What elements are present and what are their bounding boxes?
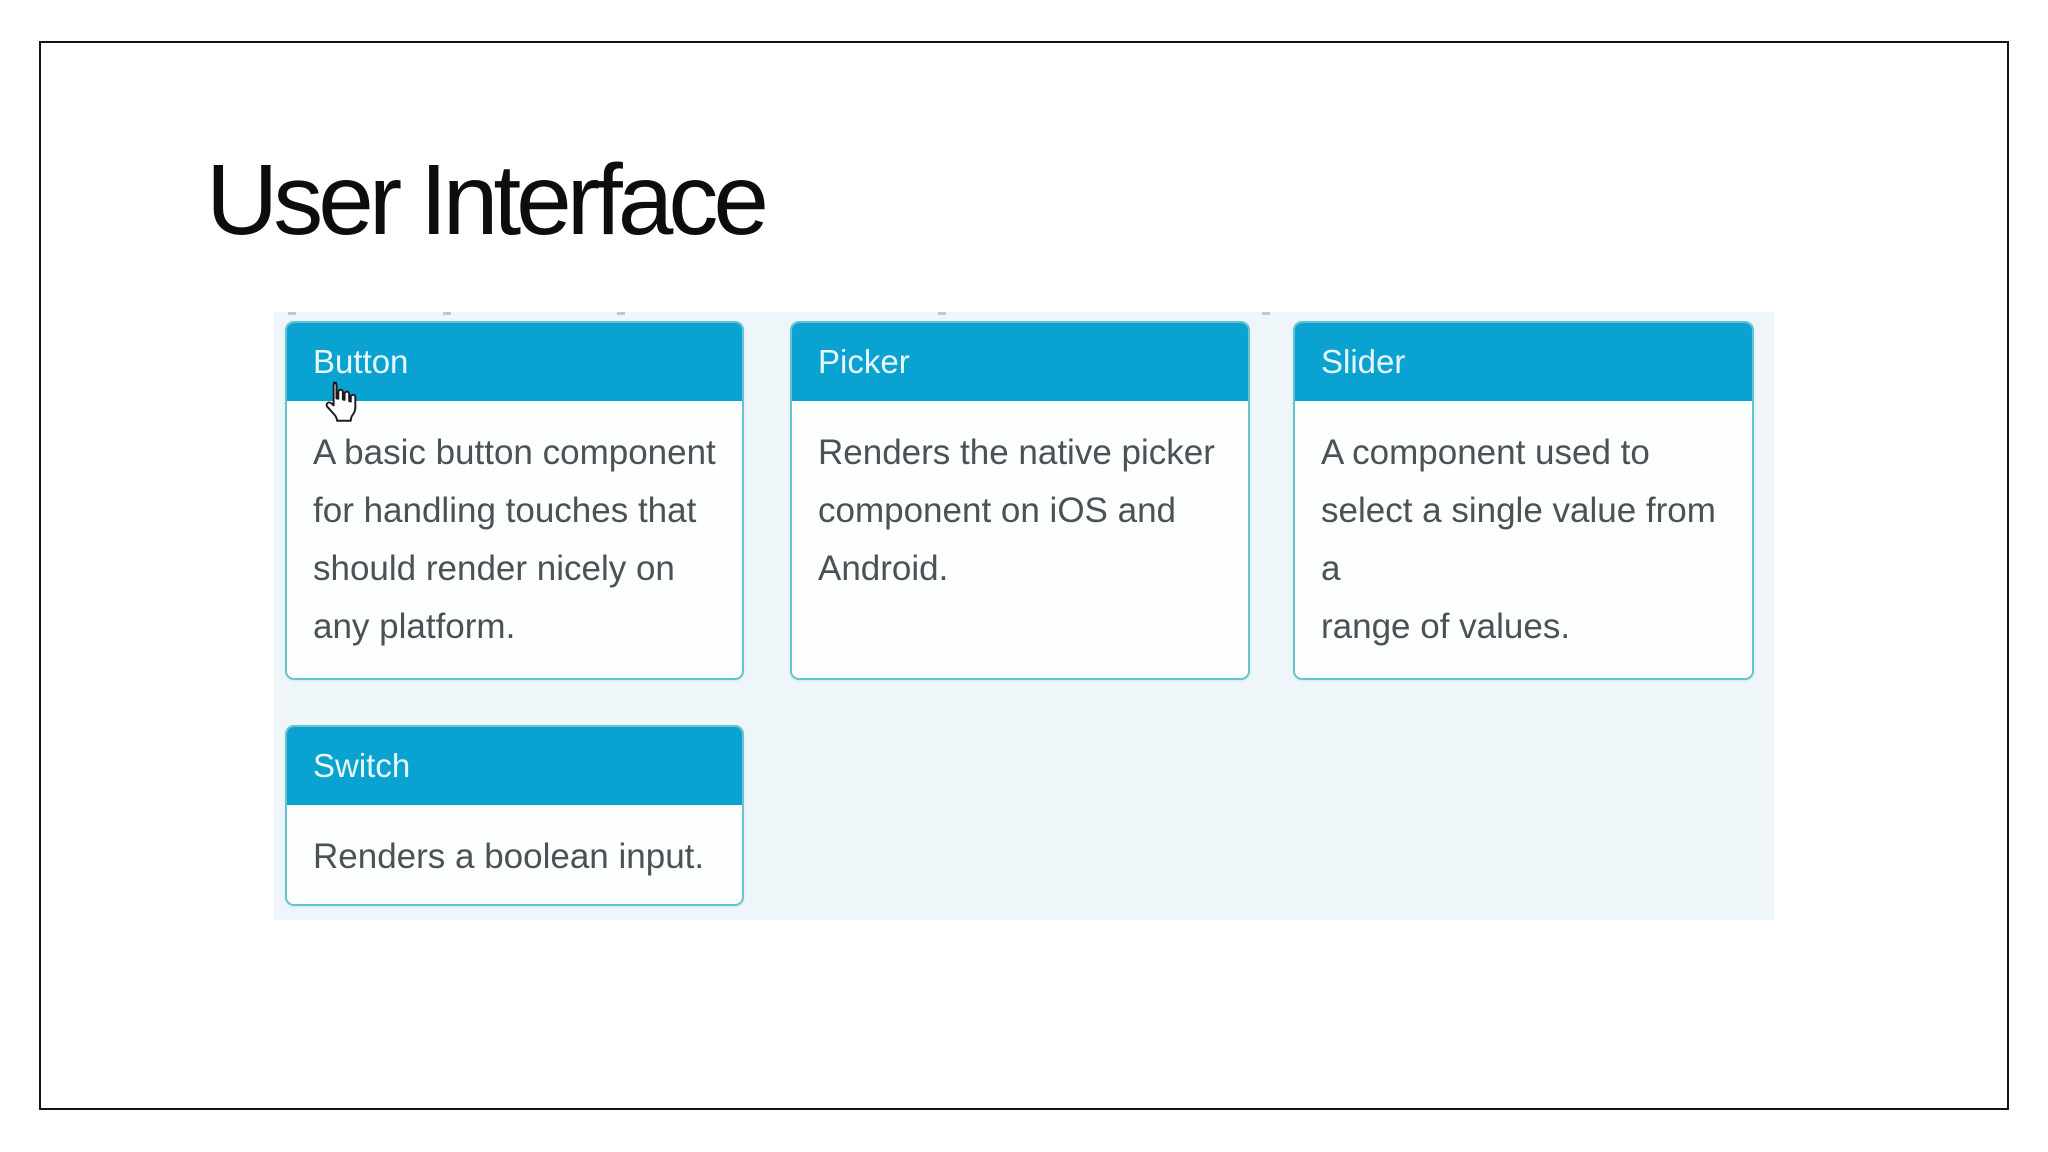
cropped-text-artifact [1262,312,1270,315]
card-switch-description: Renders a boolean input. [313,837,705,876]
cropped-text-artifact [617,312,625,315]
card-slider[interactable]: Slider A component used to select a sing… [1293,321,1754,680]
card-button-description: A basic button component for handling to… [313,433,716,646]
card-button[interactable]: Button A basic button component for hand… [285,321,744,680]
cropped-text-artifact [288,312,296,315]
card-slider-header[interactable]: Slider [1295,323,1752,401]
card-slider-description: A component used to select a single valu… [1321,433,1716,646]
card-switch[interactable]: Switch Renders a boolean input. [285,725,744,906]
cropped-text-artifact [443,312,451,315]
card-picker[interactable]: Picker Renders the native picker compone… [790,321,1250,680]
card-button-title: Button [313,343,409,380]
card-picker-description: Renders the native picker component on i… [818,433,1215,588]
card-picker-header[interactable]: Picker [792,323,1248,401]
card-button-header[interactable]: Button [287,323,742,401]
card-switch-title: Switch [313,747,411,784]
slide-border [39,41,2009,1110]
card-slider-title: Slider [1321,343,1406,380]
card-switch-header[interactable]: Switch [287,727,742,805]
page-title: User Interface [206,144,769,256]
cropped-text-artifact [938,312,946,315]
card-picker-title: Picker [818,343,910,380]
